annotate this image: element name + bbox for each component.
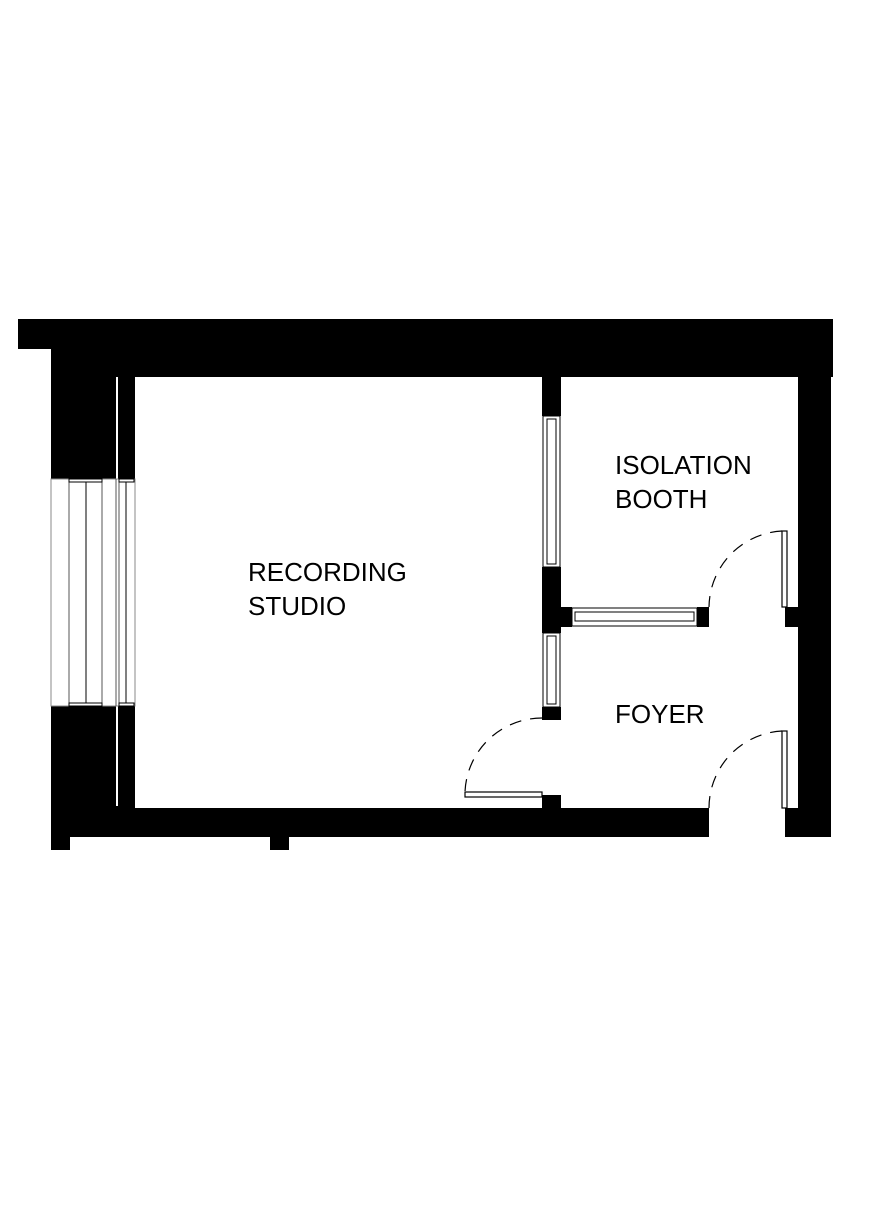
room-label-isolation-booth: ISOLATION BOOTH [615,450,752,514]
right-wall-jamb-lower [785,808,831,837]
partition-mid-block [542,567,561,633]
label-line: RECORDING [248,557,407,587]
interior-window-booth [542,415,561,568]
entry-door [708,730,788,809]
label-line: ISOLATION [615,450,752,480]
walls [18,319,833,850]
partition-low-block [542,707,561,720]
room-label-foyer: FOYER [615,699,705,729]
room-label-recording-studio: RECORDING STUDIO [248,557,407,621]
studio-door-jamb [542,795,561,809]
top-wall [51,319,833,377]
booth-door [708,530,788,608]
partition-end-block [697,607,709,627]
right-wall-jamb-booth [785,607,799,627]
label-line: STUDIO [248,591,346,621]
partition-tee [561,607,572,627]
left-leg [51,836,70,850]
exterior-window [50,478,136,707]
left-wall-upper [51,377,135,479]
label-line: FOYER [615,699,705,729]
partition-top-block [542,377,561,416]
interior-window-foyer [542,632,561,708]
interior-window-horizontal [571,607,698,627]
right-wall [798,319,831,837]
studio-door [464,717,543,798]
bottom-leg [270,836,289,850]
bottom-wall [51,808,709,837]
label-line: BOOTH [615,484,707,514]
